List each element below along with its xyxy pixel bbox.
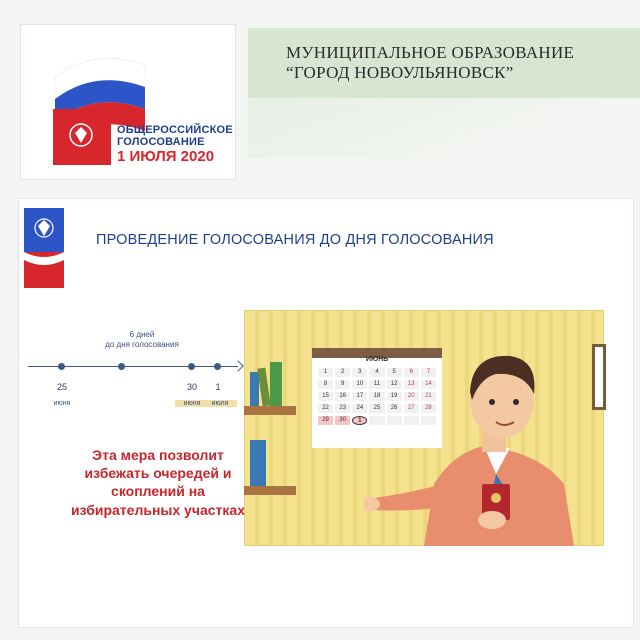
timeline-month: июля [203, 400, 237, 407]
timeline-days-label: 6 дней до дня голосования [102, 330, 182, 351]
calendar-day: 25 [369, 404, 385, 413]
logo-text: ОБЩЕРОССИЙСКОЕ ГОЛОСОВАНИЕ 1 ИЮЛЯ 2020 [117, 124, 237, 166]
calendar-day: 2 [335, 368, 351, 377]
calendar-day: 21 [420, 392, 436, 401]
timeline-day: 25 [56, 382, 67, 392]
header-title-line-2: “ГОРОД НОВОУЛЬЯНОВСК” [286, 63, 514, 82]
logo-line-2: ГОЛОСОВАНИЕ [117, 135, 205, 148]
timeline-dot [214, 363, 221, 370]
voting-logo-flag [53, 58, 146, 165]
calendar-day: 23 [335, 404, 351, 413]
calendar-day: 4 [369, 368, 385, 377]
calendar-day: 27 [403, 404, 419, 413]
calendar-day: 14 [420, 380, 436, 389]
calendar-day [403, 416, 419, 425]
calendar-day: 12 [386, 380, 402, 389]
timeline-days-caption: до дня голосования [105, 340, 179, 350]
calendar-day [386, 416, 402, 425]
calendar-day: 20 [403, 392, 419, 401]
calendar-day: 1 [352, 416, 368, 425]
timeline-arrow-icon [232, 360, 244, 372]
calendar-day: 30 [335, 416, 351, 425]
wall-picture-frame [592, 344, 606, 410]
person-illustration [364, 355, 574, 546]
calendar-day: 28 [420, 404, 436, 413]
timeline-month: июня [175, 400, 209, 407]
calendar-day: 16 [335, 392, 351, 401]
calendar-day: 10 [352, 380, 368, 389]
timeline-month: июня [53, 400, 71, 407]
timeline-day: 30 [186, 382, 197, 392]
shelf [244, 406, 296, 415]
book [250, 440, 266, 486]
calendar-day: 7 [420, 368, 436, 377]
emblem-icon [24, 208, 64, 288]
header-band [248, 28, 640, 98]
calendar-day: 19 [386, 392, 402, 401]
calendar-day: 1 [318, 368, 334, 377]
timeline-days-count: 6 дней [129, 330, 155, 339]
timeline-dot [118, 363, 125, 370]
calendar-day: 13 [403, 380, 419, 389]
section-title: ПРОВЕДЕНИЕ ГОЛОСОВАНИЯ ДО ДНЯ ГОЛОСОВАНИ… [96, 232, 494, 248]
calendar-day: 26 [386, 404, 402, 413]
calendar-day: 5 [386, 368, 402, 377]
calendar-day: 15 [318, 392, 334, 401]
measure-text: Эта мера позволит избежать очередей и ск… [71, 447, 245, 518]
book [270, 362, 282, 406]
calendar-day: 24 [352, 404, 368, 413]
book [250, 372, 259, 406]
calendar-day [369, 416, 385, 425]
timeline: 6 дней до дня голосования 25 30 1 июня и… [20, 320, 244, 420]
calendar-title: ИЮНЬ [365, 356, 389, 363]
shelf [244, 486, 296, 495]
calendar-day: 9 [335, 380, 351, 389]
timeline-day: 1 [215, 382, 221, 392]
calendar-day: 6 [403, 368, 419, 377]
header: МУНИЦИПАЛЬНОЕ ОБРАЗОВАНИЕ “ГОРОД НОВОУЛЬ… [248, 28, 640, 98]
logo-card: ОБЩЕРОССИЙСКОЕ ГОЛОСОВАНИЕ 1 ИЮЛЯ 2020 [20, 24, 236, 180]
calendar-day [420, 416, 436, 425]
calendar-day: 11 [369, 380, 385, 389]
timeline-line [28, 366, 238, 367]
timeline-dot [188, 363, 195, 370]
calendar-day: 29 [318, 416, 334, 425]
header-stripe [248, 98, 640, 158]
calendar-day: 18 [369, 392, 385, 401]
timeline-dot [58, 363, 65, 370]
logo-date: 1 ИЮЛЯ 2020 [117, 148, 215, 166]
header-title-line-1: МУНИЦИПАЛЬНОЕ ОБРАЗОВАНИЕ [286, 42, 575, 62]
calendar-day: 22 [318, 404, 334, 413]
logo-line-1: ОБЩЕРОССИЙСКОЕ [117, 124, 233, 136]
calendar-day: 3 [352, 368, 368, 377]
calendar-day: 17 [352, 392, 368, 401]
calendar-day: 8 [318, 380, 334, 389]
